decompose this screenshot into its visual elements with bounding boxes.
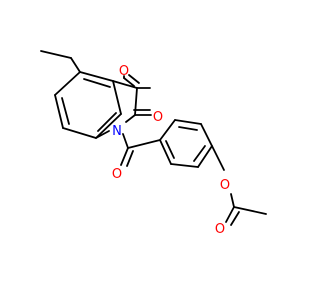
atom-n1: N — [112, 124, 122, 139]
bond-c3-o — [123, 77, 135, 87]
bond-o-acyl — [230, 193, 235, 208]
bond-acyl-co — [225, 206, 235, 223]
bond-amide-co — [120, 147, 129, 166]
bond-amide-co-double — [126, 150, 134, 167]
bond-phenyl-o — [211, 145, 225, 171]
phenyl-ring — [159, 119, 213, 168]
atom-o-c2: O — [153, 110, 163, 125]
bond-methyl-end — [40, 50, 72, 59]
atom-o-carbonyl: O — [215, 222, 225, 237]
bond-acyl-methyl — [233, 206, 267, 215]
atom-o-amide: O — [112, 167, 122, 182]
molecule-diagram: O O N O O O — [0, 0, 300, 300]
bond-n-carbonyl — [122, 133, 129, 149]
background — [0, 0, 300, 300]
bond-c3-o-double — [128, 74, 140, 84]
isatin-benzene-ring — [54, 71, 122, 139]
bond-methyl — [70, 57, 81, 73]
bond-carbonyl-phenyl — [127, 139, 161, 149]
atom-o-ester: O — [220, 178, 230, 193]
bond-acyl-co-double — [230, 211, 240, 226]
atom-o-c3: O — [119, 64, 129, 79]
